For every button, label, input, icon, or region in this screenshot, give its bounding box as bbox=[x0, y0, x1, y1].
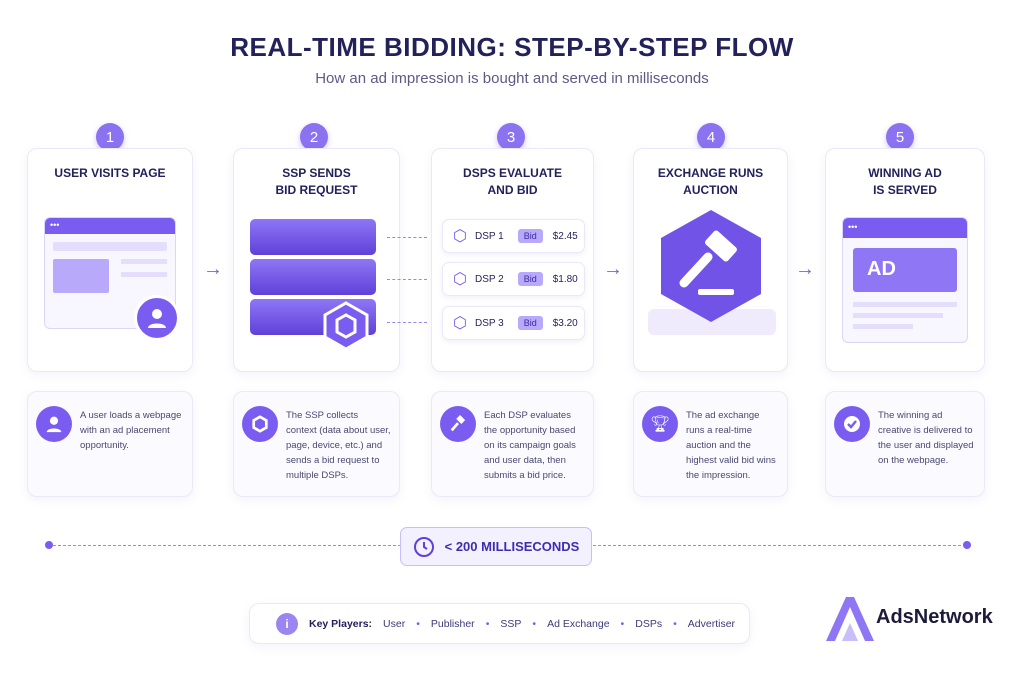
step-title: EXCHANGE RUNS AUCTION bbox=[634, 165, 787, 199]
step-title: SSP SENDS BID REQUEST bbox=[234, 165, 399, 199]
user-avatar-icon bbox=[134, 295, 180, 341]
dsp-name: DSP 3 bbox=[474, 317, 504, 329]
step-title-line: WINNING AD bbox=[868, 166, 942, 180]
dsp-bid-row: ⬡ DSP 3 Bid $3.20 bbox=[442, 306, 585, 340]
bid-price: $2.45 bbox=[552, 230, 578, 242]
key-player: User bbox=[383, 617, 406, 630]
key-player: DSPs bbox=[635, 617, 663, 630]
dsp-bid-row: ⬡ DSP 2 Bid $1.80 bbox=[442, 262, 585, 296]
step-card-ssp: SSP SENDS BID REQUEST bbox=[233, 148, 400, 372]
key-players-bar: i Key Players: User• Publisher• SSP• Ad … bbox=[249, 603, 750, 644]
step-description-card: The winning ad creative is delivered to … bbox=[825, 391, 985, 497]
timeline-badge: < 200 MILLISECONDS bbox=[400, 527, 592, 566]
step-title-line: IS SERVED bbox=[873, 183, 937, 197]
step-title-line: EXCHANGE RUNS bbox=[657, 166, 764, 180]
hexagon-icon: ⬡ bbox=[453, 271, 467, 288]
dashed-connector bbox=[387, 237, 427, 238]
step-description: The SSP collects context (data about use… bbox=[286, 410, 391, 481]
key-player: SSP bbox=[500, 617, 522, 630]
bid-tag: Bid bbox=[517, 229, 543, 243]
adsnetwork-logo-icon bbox=[826, 597, 874, 641]
step-title-line: AND BID bbox=[487, 183, 538, 197]
step-description: The winning ad creative is delivered to … bbox=[878, 410, 974, 466]
key-player: Advertiser bbox=[687, 617, 736, 630]
gavel-icon bbox=[440, 406, 476, 442]
step-title-line: USER VISITS PAGE bbox=[54, 166, 166, 180]
server-stack-icon bbox=[250, 219, 376, 335]
bid-price: $3.20 bbox=[552, 317, 578, 329]
timeline-end-dot bbox=[963, 541, 971, 549]
timeline-label: < 200 MILLISECONDS bbox=[444, 539, 580, 554]
dashed-connector bbox=[387, 279, 427, 280]
page-title: REAL-TIME BIDDING: STEP-BY-STEP FLOW bbox=[230, 32, 794, 62]
page-subtitle: How an ad impression is bought and serve… bbox=[315, 70, 709, 87]
dsp-name: DSP 2 bbox=[474, 273, 504, 285]
check-circle-icon bbox=[834, 406, 870, 442]
step-description-card: Each DSP evaluates the opportunity based… bbox=[431, 391, 594, 497]
ad-banner: AD bbox=[853, 248, 957, 292]
step-title-line: SSP SENDS bbox=[282, 166, 351, 180]
step-description: Each DSP evaluates the opportunity based… bbox=[484, 410, 576, 481]
step-title-line: AUCTION bbox=[683, 183, 738, 197]
hexagon-icon: ⬡ bbox=[453, 228, 467, 245]
step-number: 5 bbox=[886, 123, 914, 151]
hexagon-icon: ⬡ bbox=[453, 315, 467, 332]
step-title: DSPS EVALUATE AND BID bbox=[432, 165, 593, 199]
step-title: WINNING AD IS SERVED bbox=[826, 165, 984, 199]
step-card-ad-served: WINNING AD IS SERVED ••• AD bbox=[825, 148, 985, 372]
trophy-icon: 🏆︎ bbox=[642, 406, 678, 442]
step-number: 3 bbox=[497, 123, 525, 151]
key-player: Ad Exchange bbox=[547, 617, 610, 630]
step-title: USER VISITS PAGE bbox=[28, 165, 192, 182]
step-description-card: A user loads a webpage with an ad placem… bbox=[27, 391, 193, 497]
dashed-connector bbox=[387, 322, 427, 323]
dsp-bid-row: ⬡ DSP 1 Bid $2.45 bbox=[442, 219, 585, 253]
info-icon: i bbox=[276, 612, 298, 635]
step-description: The ad exchange runs a real-time auction… bbox=[686, 410, 776, 481]
step-number: 4 bbox=[697, 123, 725, 151]
user-icon bbox=[36, 406, 72, 442]
step-title-line: DSPS EVALUATE bbox=[463, 166, 562, 180]
bid-price: $1.80 bbox=[552, 273, 578, 285]
gavel-hexagon-icon bbox=[661, 210, 761, 322]
hexagon-icon bbox=[242, 406, 278, 442]
bid-tag: Bid bbox=[517, 272, 543, 286]
step-title-line: BID REQUEST bbox=[275, 183, 358, 197]
arrow-right-icon: → bbox=[203, 258, 223, 280]
browser-window-icon: ••• bbox=[44, 217, 176, 329]
step-number: 2 bbox=[300, 123, 328, 151]
key-player: Publisher bbox=[430, 617, 475, 630]
browser-window-icon: ••• AD bbox=[842, 217, 968, 343]
arrow-right-icon: → bbox=[603, 258, 623, 280]
timeline-start-dot bbox=[45, 541, 53, 549]
bid-tag: Bid bbox=[517, 316, 543, 330]
hexagon-badge-icon bbox=[323, 301, 369, 351]
step-description-card: The SSP collects context (data about use… bbox=[233, 391, 400, 497]
step-description-card: 🏆︎The ad exchange runs a real-time aucti… bbox=[633, 391, 788, 497]
step-description: A user loads a webpage with an ad placem… bbox=[80, 410, 182, 451]
step-number: 1 bbox=[96, 123, 124, 151]
dsp-name: DSP 1 bbox=[474, 230, 504, 242]
key-players-label: Key Players: bbox=[309, 617, 373, 630]
clock-icon bbox=[413, 536, 434, 557]
arrow-right-icon: → bbox=[795, 258, 815, 280]
step-card-user-visits: USER VISITS PAGE ••• bbox=[27, 148, 193, 372]
step-card-dsps: DSPS EVALUATE AND BID ⬡ DSP 1 Bid $2.45 ⬡ DSP… bbox=[431, 148, 594, 372]
brand-name: AdsNetwork bbox=[876, 606, 993, 628]
step-card-auction: EXCHANGE RUNS AUCTION bbox=[633, 148, 788, 372]
